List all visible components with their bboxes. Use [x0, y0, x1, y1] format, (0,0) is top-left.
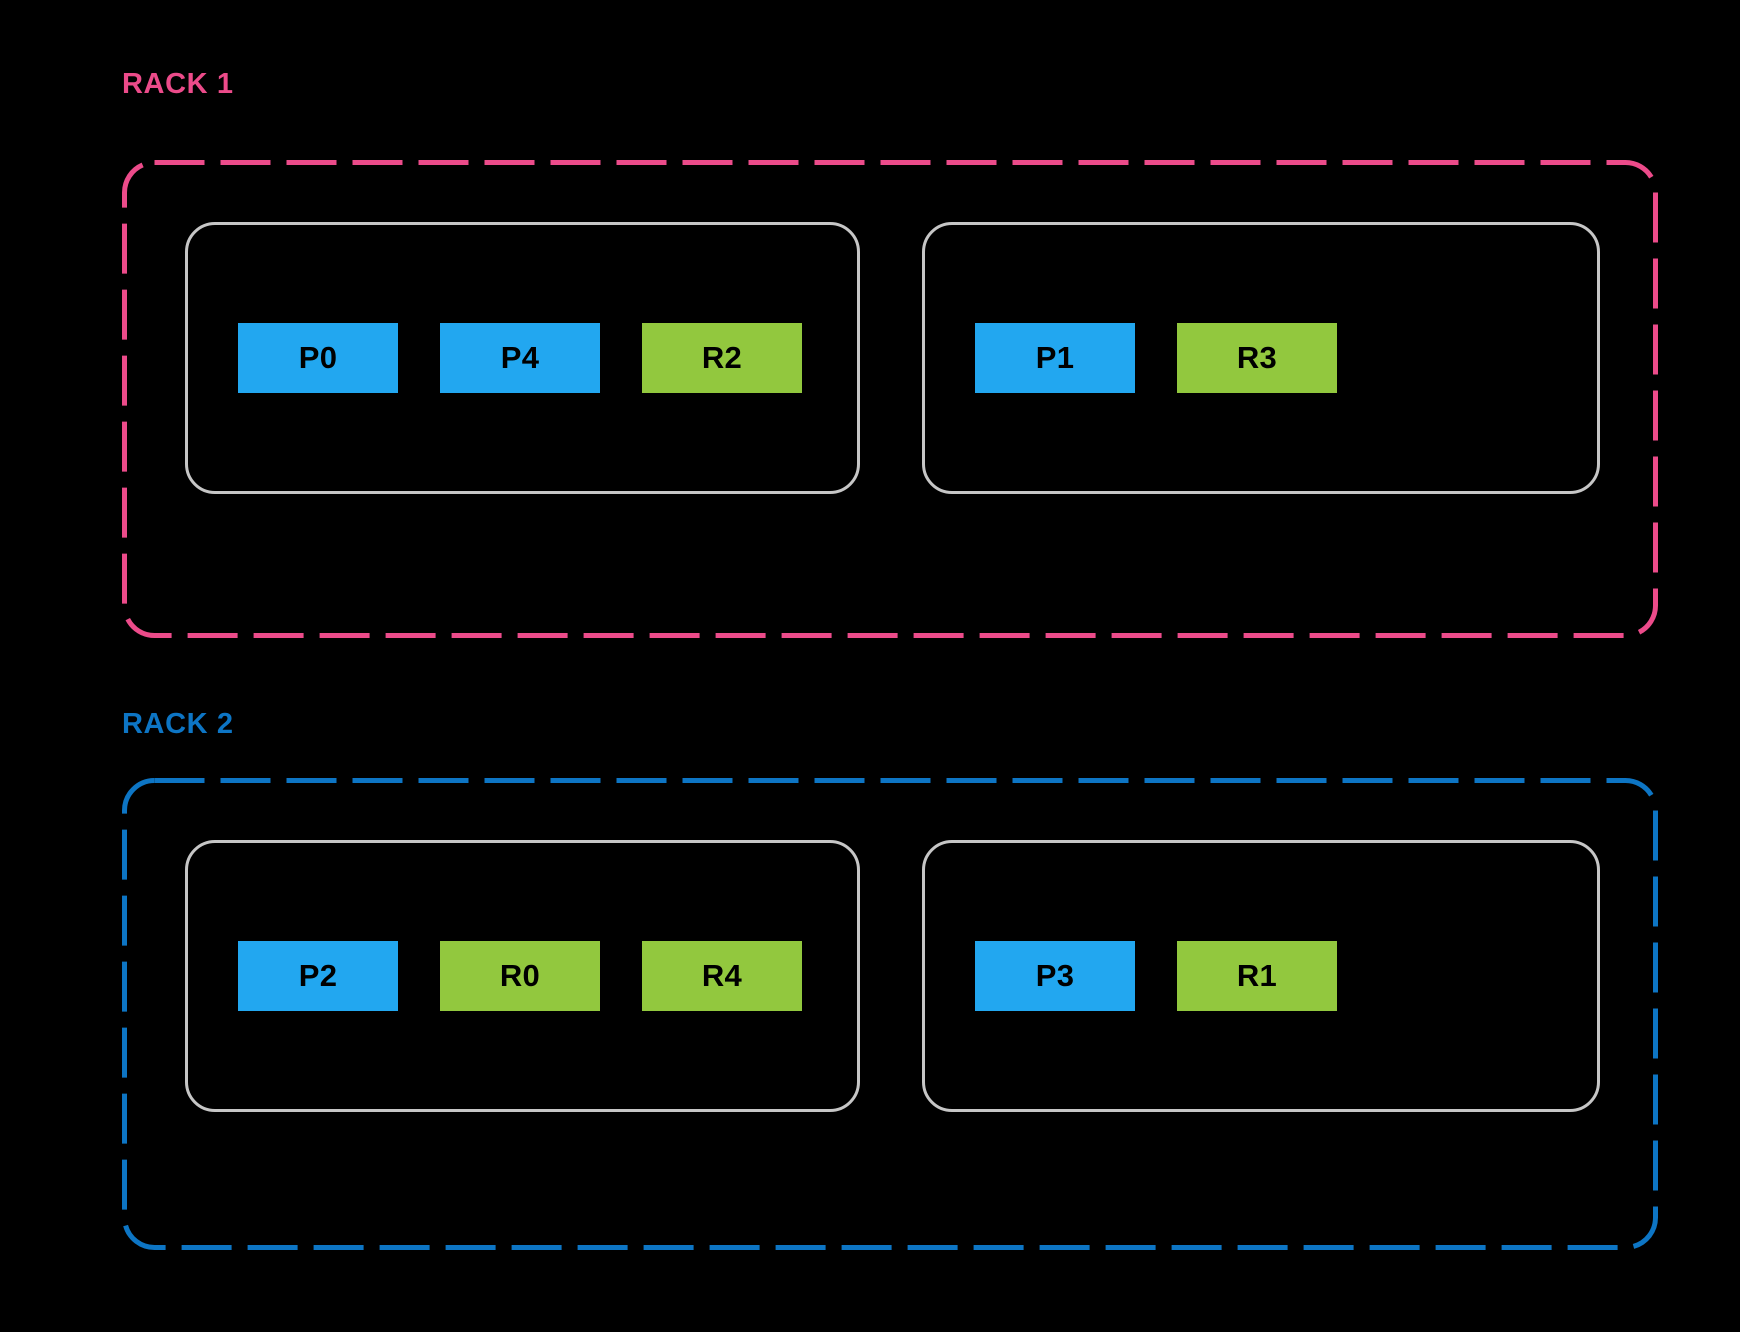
chip-list: P1 R3	[975, 323, 1337, 393]
node-rack1-node-2[interactable]: P1 R3	[922, 222, 1600, 494]
chip-r3[interactable]: R3	[1177, 323, 1337, 393]
chip-r1[interactable]: R1	[1177, 941, 1337, 1011]
rack-1-dashed-outline	[122, 160, 1658, 638]
rack-1-dashed-rect	[122, 160, 1658, 638]
node-rack2-node-2[interactable]: P3 R1	[922, 840, 1600, 1112]
chip-r0[interactable]: R0	[440, 941, 600, 1011]
chip-list: P2 R0 R4	[238, 941, 802, 1011]
chip-r2[interactable]: R2	[642, 323, 802, 393]
node-rack1-node-1[interactable]: P0 P4 R2	[185, 222, 860, 494]
rack-1-label: RACK 1	[122, 68, 234, 100]
node-rack2-node-1[interactable]: P2 R0 R4	[185, 840, 860, 1112]
rack-1-boundary: P0 P4 R2 P1 R3	[122, 160, 1658, 638]
chip-p4[interactable]: P4	[440, 323, 600, 393]
chip-list: P3 R1	[975, 941, 1337, 1011]
chip-r4[interactable]: R4	[642, 941, 802, 1011]
chip-p2[interactable]: P2	[238, 941, 398, 1011]
rack-2-dashed-rect	[122, 778, 1658, 1250]
chip-p3[interactable]: P3	[975, 941, 1135, 1011]
chip-list: P0 P4 R2	[238, 323, 802, 393]
rack-2-nodes-row: P2 R0 R4 P3 R1	[185, 840, 1600, 1112]
rack-2-dashed-outline	[122, 778, 1658, 1250]
chip-p0[interactable]: P0	[238, 323, 398, 393]
rack-2-label: RACK 2	[122, 708, 234, 740]
rack-2-boundary: P2 R0 R4 P3 R1	[122, 778, 1658, 1250]
rack-1-nodes-row: P0 P4 R2 P1 R3	[185, 222, 1600, 494]
chip-p1[interactable]: P1	[975, 323, 1135, 393]
